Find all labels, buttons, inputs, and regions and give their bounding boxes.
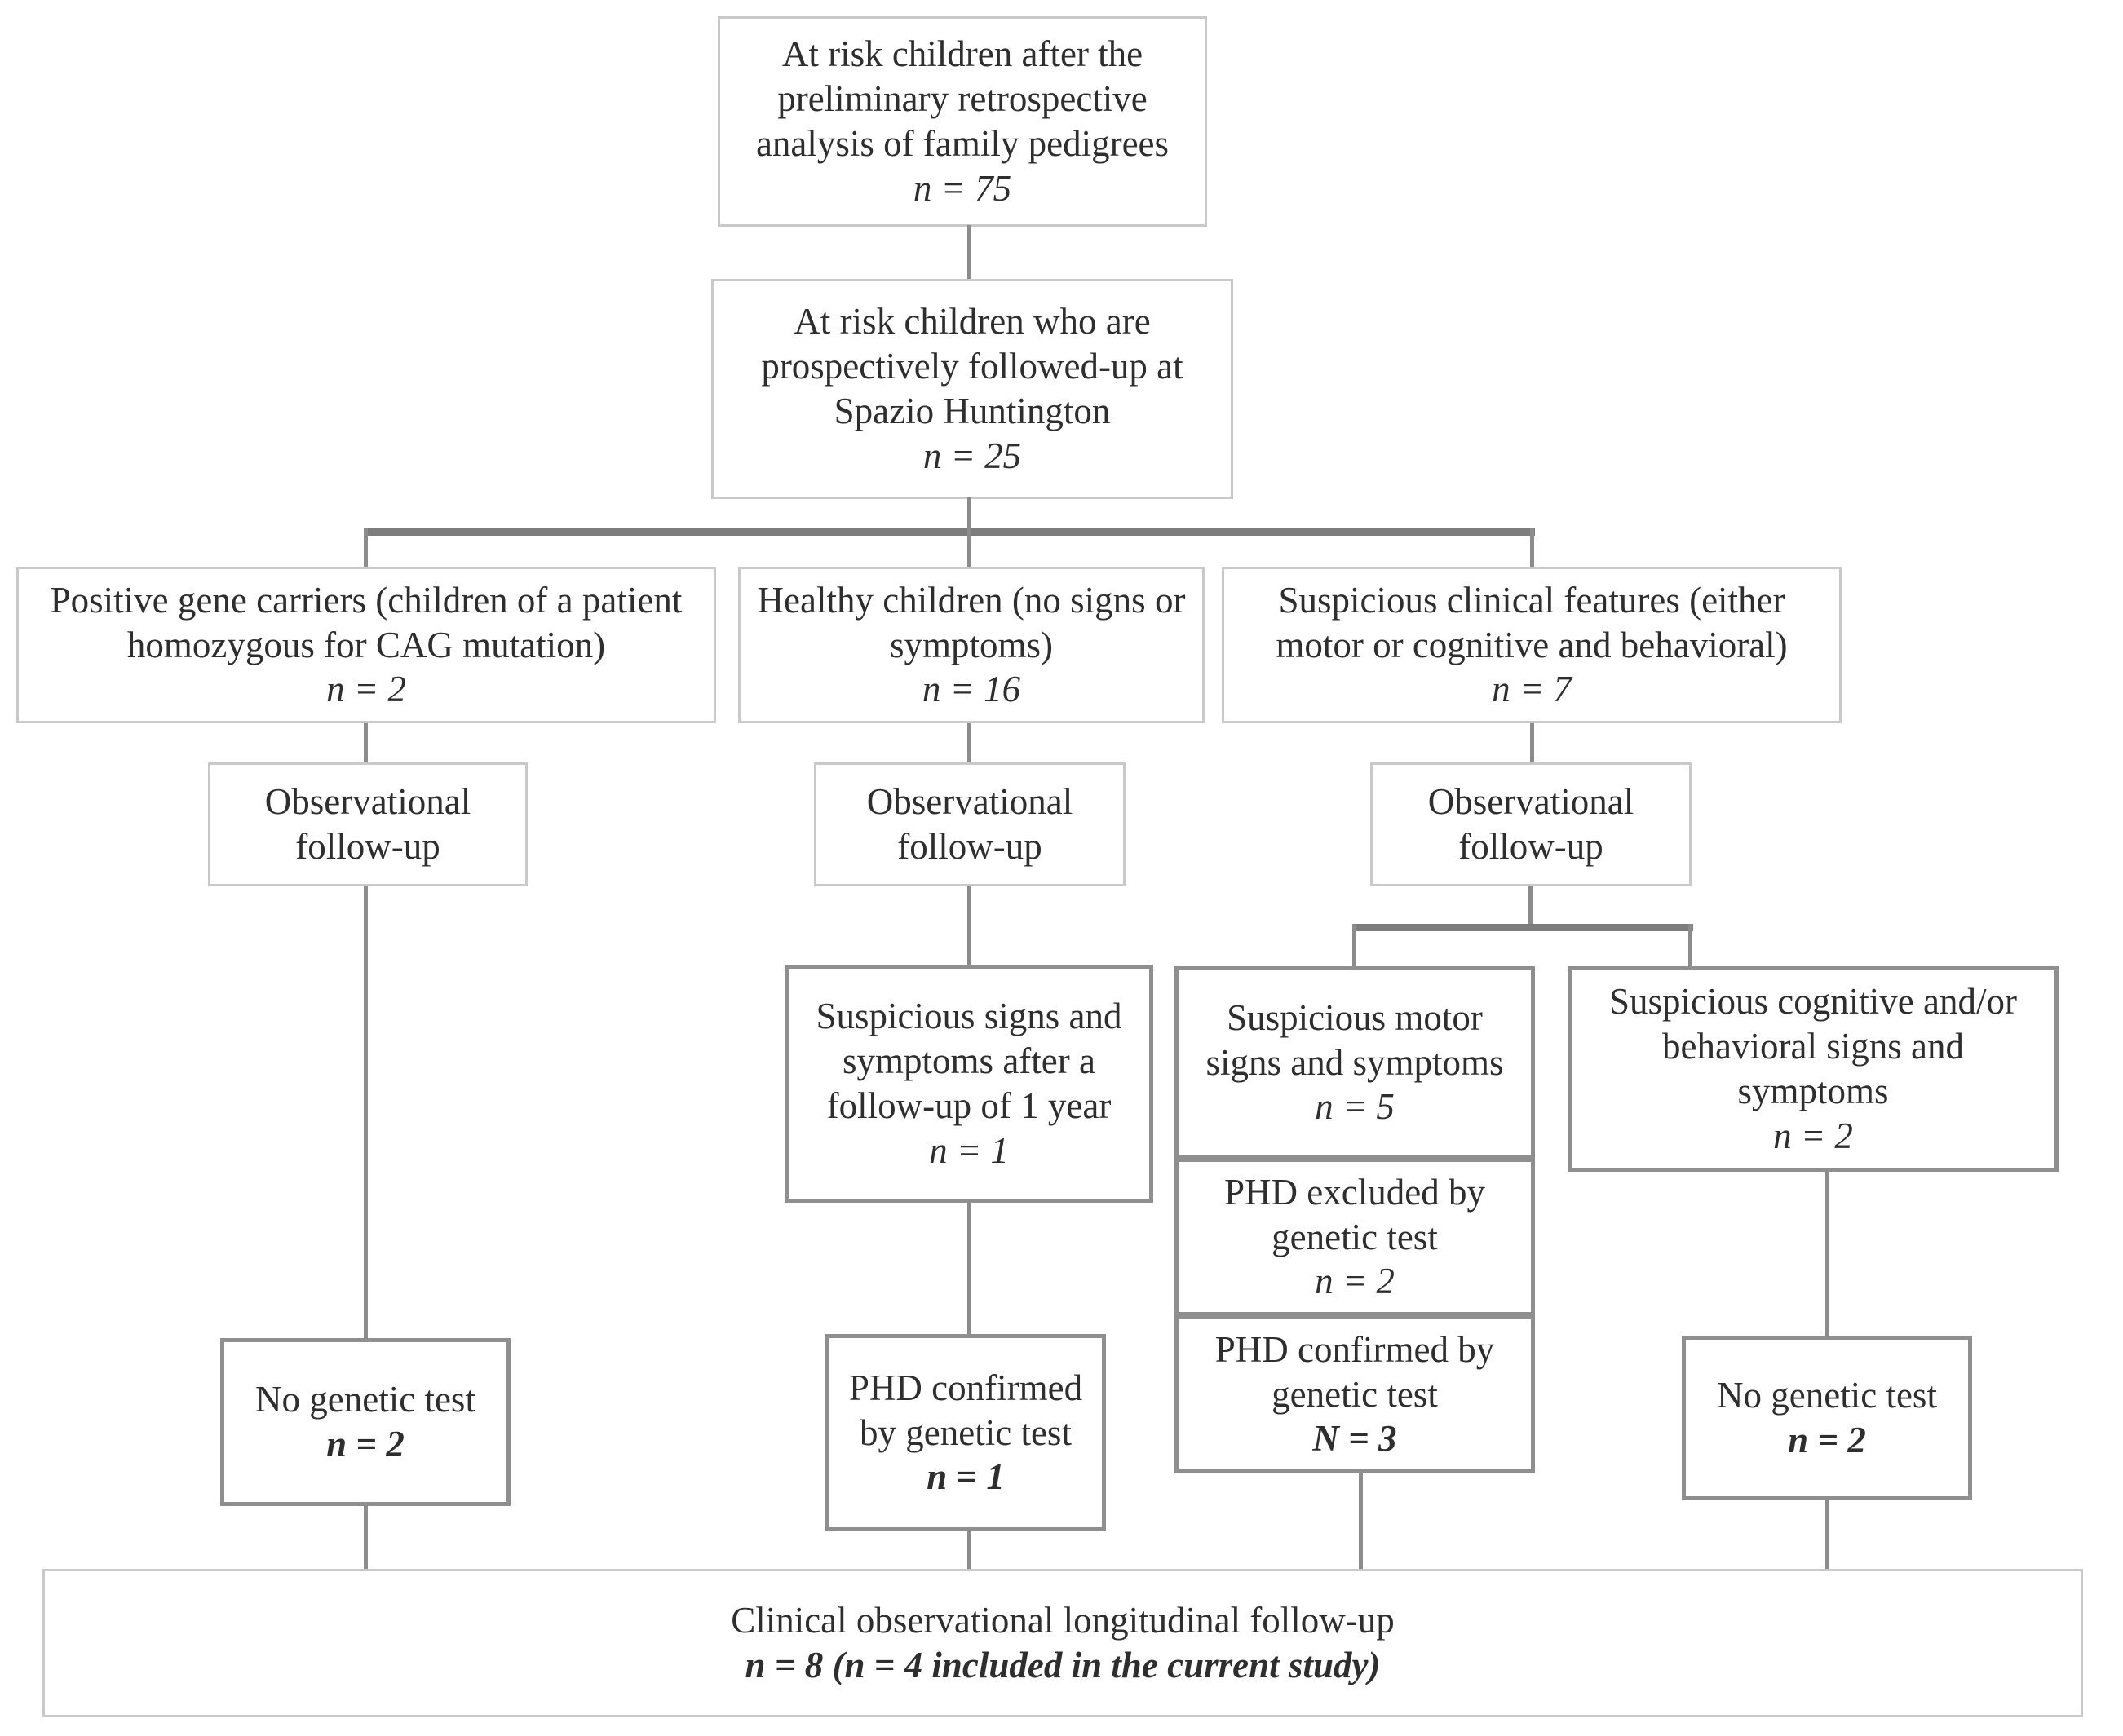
connector-obsmid-to-suspicioussigns — [967, 886, 971, 965]
node-n-value: n = 2 — [326, 1424, 405, 1464]
node-text: No genetic test — [255, 1379, 475, 1420]
node-text: Suspicious clinical features (either mot… — [1276, 579, 1788, 665]
node-n-value: n = 16 — [922, 669, 1021, 710]
node-text: Suspicious cognitive and/or behavioral s… — [1609, 981, 2017, 1111]
node-no-genetic-test-left: No genetic test n = 2 — [220, 1338, 511, 1506]
node-text: Observational follow-up — [1427, 781, 1634, 867]
node-text: Suspicious motor signs and symptoms — [1205, 996, 1504, 1083]
connector-obsright-to-split2 — [1528, 886, 1533, 927]
connector-motorstack-to-final — [1359, 1473, 1363, 1569]
node-text: PHD confirmed by genetic test — [1214, 1328, 1495, 1415]
node-motor-branch-stack: Suspicious motor signs and symptoms n = … — [1174, 966, 1535, 1473]
connector-top-to-prospective — [967, 225, 971, 280]
connector-prospective-to-split — [967, 497, 971, 532]
node-text: At risk children who are prospectively f… — [761, 301, 1183, 431]
node-text: PHD excluded by genetic test — [1224, 1171, 1485, 1257]
node-text: Healthy children (no signs or symptoms) — [757, 579, 1186, 665]
connector-obsleft-to-nogenetictest — [364, 886, 368, 1338]
node-n-value: n = 75 — [913, 167, 1012, 209]
node-n-value: n = 7 — [1492, 669, 1572, 710]
connector-split1-horizontal — [364, 528, 1535, 536]
connector-nogenetictestright-to-final — [1825, 1500, 1829, 1569]
connector-suspicioussigns-to-phdconfirmed — [967, 1203, 971, 1334]
connector-split2-horizontal — [1352, 924, 1693, 931]
connector-split1-right-stub — [1530, 528, 1534, 568]
node-text: No genetic test — [1717, 1375, 1937, 1416]
node-positive-gene-carriers: Positive gene carriers (children of a pa… — [16, 567, 716, 723]
node-suspicious-clinical-features: Suspicious clinical features (either mot… — [1222, 567, 1842, 723]
node-text: Observational follow-up — [264, 781, 471, 867]
node-n-value: n = 1 — [929, 1129, 1009, 1171]
connector-split1-mid-stub — [967, 528, 971, 568]
node-observational-followup-left: Observational follow-up — [208, 762, 528, 886]
connector-mid-branch-to-obs — [967, 723, 971, 762]
connector-split2-right-stub — [1688, 924, 1692, 966]
node-no-genetic-test-right: No genetic test n = 2 — [1682, 1336, 1972, 1500]
node-n-value: n = 2 — [1788, 1420, 1866, 1460]
node-phd-excluded: PHD excluded by genetic test n = 2 — [1179, 1155, 1531, 1312]
connector-phdconfirmedmid-to-final — [967, 1531, 971, 1569]
node-text: At risk children after the preliminary r… — [755, 33, 1170, 164]
node-n-value: n = 1 — [927, 1456, 1005, 1498]
node-final-longitudinal-followup: Clinical observational longitudinal foll… — [42, 1569, 2083, 1717]
node-suspicious-motor-signs: Suspicious motor signs and symptoms n = … — [1179, 970, 1531, 1155]
node-n-value: n = 2 — [326, 669, 406, 710]
connector-cognitive-to-nogenetictest — [1825, 1172, 1829, 1336]
node-n-value: n = 2 — [1315, 1261, 1395, 1302]
node-text: Positive gene carriers (children of a pa… — [50, 579, 683, 665]
node-observational-followup-mid: Observational follow-up — [814, 762, 1126, 886]
node-at-risk-pedigrees: At risk children after the preliminary r… — [718, 16, 1207, 227]
node-suspicious-signs-after-followup: Suspicious signs and symptoms after a fo… — [785, 965, 1153, 1203]
node-n-value: n = 2 — [1773, 1115, 1853, 1156]
connector-nogenetictestleft-to-final — [364, 1506, 368, 1569]
node-text: Observational follow-up — [866, 781, 1073, 867]
connector-left-branch-to-obs — [364, 723, 368, 762]
connector-right-branch-to-obs — [1530, 723, 1534, 762]
node-observational-followup-right: Observational follow-up — [1370, 762, 1692, 886]
node-text: Suspicious signs and symptoms after a fo… — [816, 996, 1122, 1126]
node-prospective-followup: At risk children who are prospectively f… — [711, 279, 1233, 499]
node-n-value: N = 3 — [1312, 1418, 1397, 1460]
node-suspicious-cognitive-behavioral: Suspicious cognitive and/or behavioral s… — [1568, 966, 2059, 1172]
node-healthy-children: Healthy children (no signs or symptoms) … — [738, 567, 1205, 723]
node-text: PHD confirmed by genetic test — [848, 1367, 1083, 1453]
node-n-value: n = 5 — [1315, 1086, 1395, 1128]
connector-split1-left-stub — [364, 528, 368, 568]
node-n-value: n = 25 — [922, 435, 1022, 476]
node-text: Clinical observational longitudinal foll… — [731, 1600, 1395, 1641]
node-n-value: n = 8 (n = 4 included in the current stu… — [745, 1645, 1381, 1685]
connector-split2-left-stub — [1352, 924, 1356, 966]
node-phd-confirmed-motor: PHD confirmed by genetic test N = 3 — [1179, 1312, 1531, 1469]
node-phd-confirmed-mid: PHD confirmed by genetic test n = 1 — [825, 1334, 1106, 1531]
